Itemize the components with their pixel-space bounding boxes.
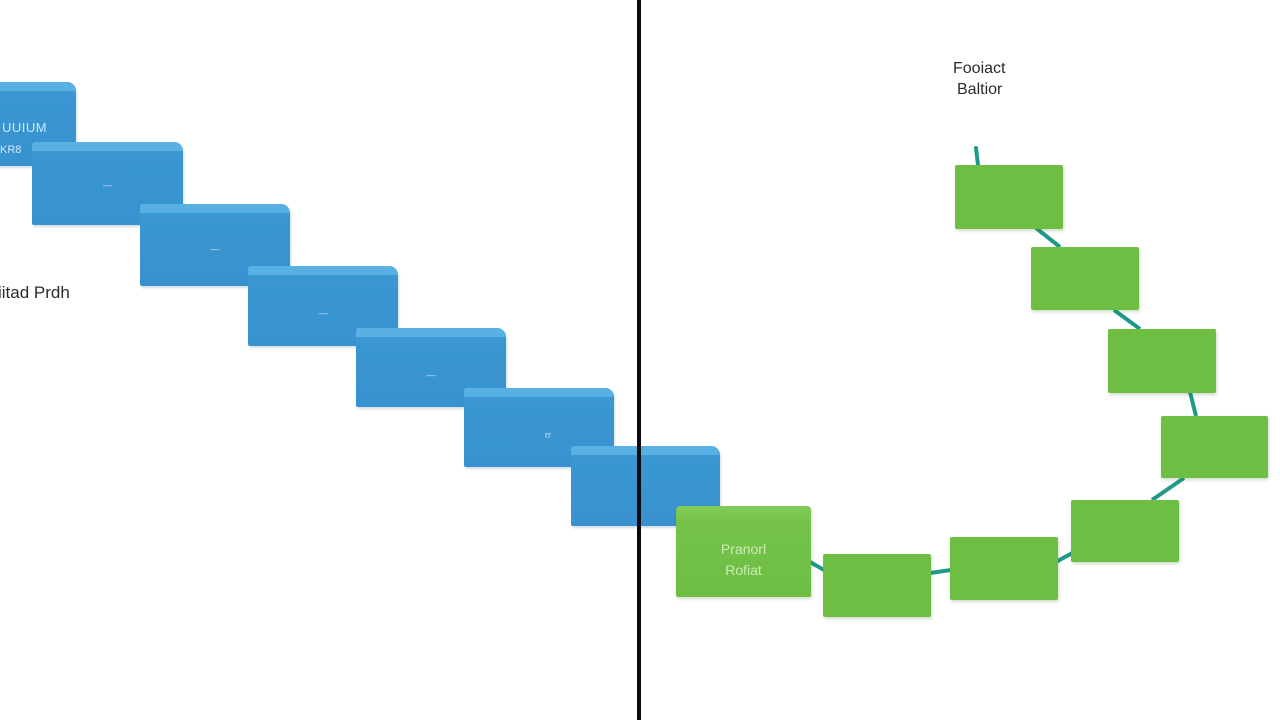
blue-step-mark: rr: [545, 430, 551, 440]
blue-step-cap: [356, 328, 506, 337]
blue-step-mark: —: [210, 244, 220, 254]
blue-step-cap: [464, 388, 614, 397]
blue-step-mark: —: [426, 370, 436, 380]
blue-step-cap: [140, 204, 290, 213]
green-box-start: Pranorl Rofiat: [676, 506, 811, 597]
right-title-line1: Fooiact: [953, 60, 1006, 77]
green-box-6: [950, 537, 1058, 600]
blue-step-cap: [248, 266, 398, 275]
right-title-line2: Baltior: [957, 81, 1003, 98]
connector-line: [1034, 226, 1062, 249]
green-box-start-line1: Pranorl: [720, 541, 767, 557]
green-box-5: [1071, 500, 1179, 562]
connector-line: [1150, 476, 1186, 502]
green-box-3: [1108, 329, 1216, 393]
green-box-7: [823, 554, 931, 617]
blue-step-cap: [0, 82, 76, 91]
panel-divider: [637, 0, 641, 720]
connector-line: [929, 568, 952, 575]
blue-step-mark: —: [103, 180, 112, 190]
connector-line: [1112, 308, 1142, 331]
green-box-4: [1161, 416, 1268, 478]
connector-line: [1188, 391, 1198, 417]
blue-step-text: KR8: [0, 144, 22, 156]
blue-step-mark: —: [318, 308, 328, 318]
blue-step-text: UUIUM: [2, 120, 48, 135]
blue-step-cap: [571, 446, 720, 455]
blue-step-cap: [32, 142, 183, 151]
left-path-label: iitad Prdh: [0, 283, 70, 302]
green-box-2: [1031, 247, 1139, 310]
connector-line: [974, 146, 980, 167]
connector-line: [809, 560, 825, 572]
green-box-1: [955, 165, 1063, 229]
green-box-start-line2: Rofiat: [725, 562, 762, 578]
